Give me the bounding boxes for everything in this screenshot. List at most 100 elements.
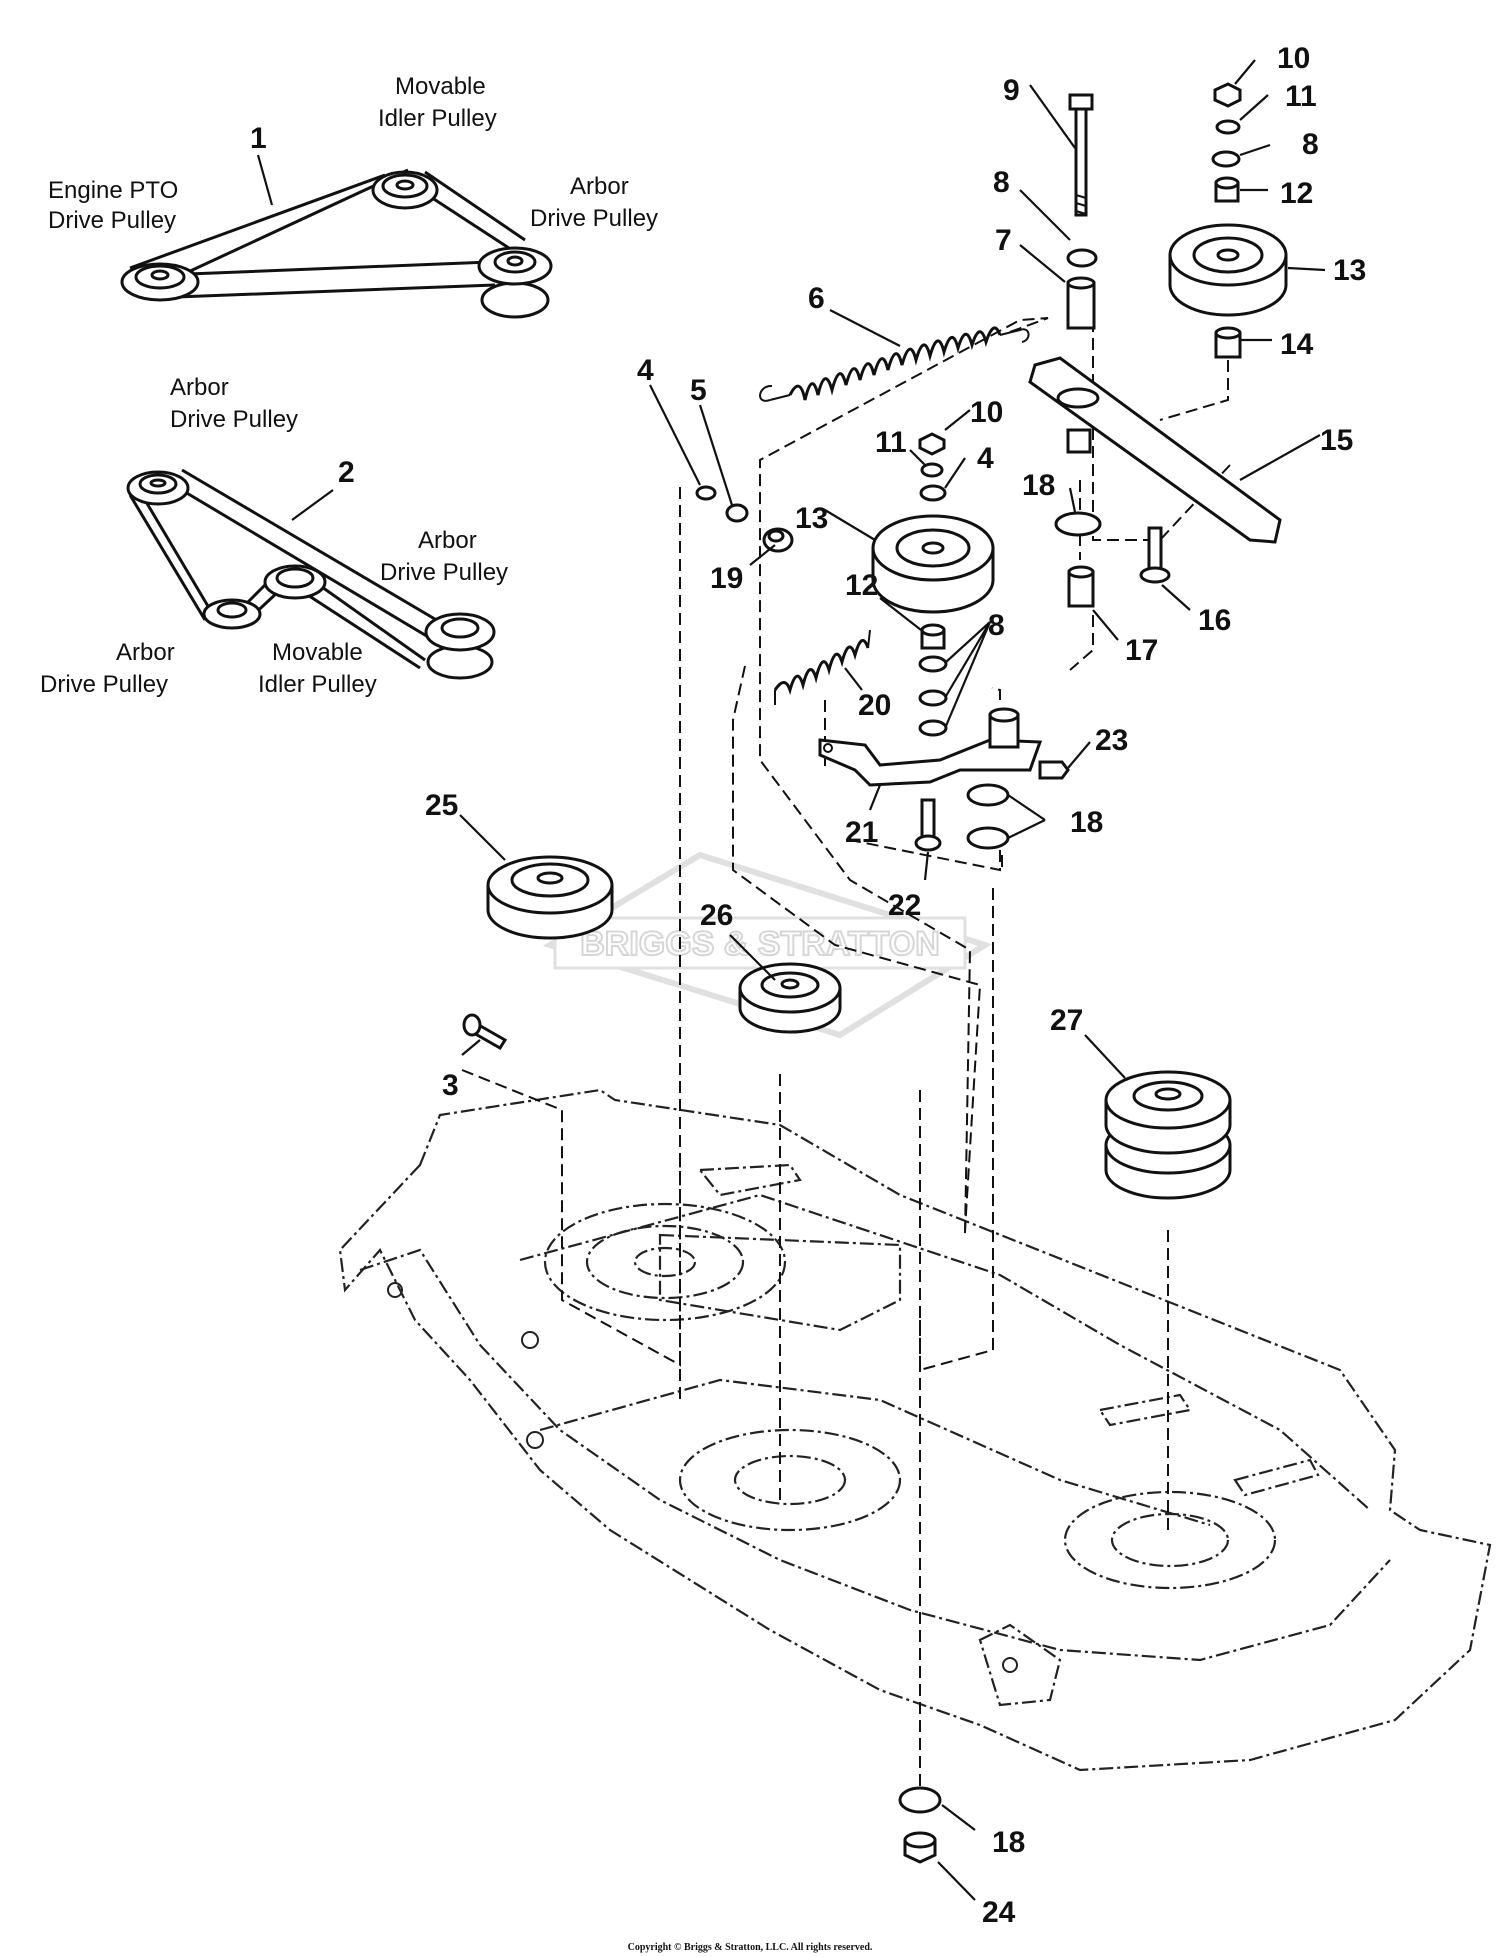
label-arbor-2e: Arbor — [116, 639, 175, 666]
callout-15: 15 — [1320, 424, 1353, 457]
label-movable-idler-1b: Idler Pulley — [378, 105, 497, 132]
watermark-text: BRIGGS & STRATTON — [580, 925, 940, 963]
assembly-lines — [461, 302, 1231, 1810]
callout-12a: 12 — [1280, 177, 1313, 210]
callout-13b: 13 — [795, 502, 828, 535]
label-arbor-2b: Drive Pulley — [170, 406, 298, 433]
label-arbor-1a: Arbor — [570, 173, 629, 200]
callout-9: 9 — [1003, 74, 1020, 107]
washer-18a — [1054, 511, 1102, 537]
movable-idler-pulley-2 — [263, 564, 327, 600]
nut-10b — [918, 432, 946, 456]
mower-deck — [338, 1088, 1492, 1772]
washer-18c — [966, 826, 1010, 850]
idler-arm-15 — [1028, 356, 1282, 544]
label-movable-idler-1a: Movable — [395, 73, 486, 100]
callout-23: 23 — [1095, 724, 1128, 757]
arbor-drive-pulley-2-left — [202, 598, 262, 630]
callout-8b: 8 — [1302, 128, 1319, 161]
label-engine-pto-1: Engine PTO — [48, 177, 178, 204]
washer-8e — [918, 719, 948, 737]
label-movable-idler-2a: Movable — [272, 639, 363, 666]
callout-4b: 4 — [977, 442, 994, 475]
pulley-27 — [1104, 1070, 1232, 1200]
pulley-25 — [486, 855, 614, 940]
washer-18b — [966, 783, 1010, 807]
callout-8a: 8 — [993, 166, 1010, 199]
washer-4a — [695, 485, 717, 501]
callout-numbers: 3 4 5 6 7 8 9 10 11 8 12 13 14 15 16 17 … — [425, 42, 1366, 1929]
bolt-22 — [914, 798, 942, 852]
callout-21: 21 — [845, 816, 878, 849]
nut-24 — [903, 1831, 937, 1864]
callout-13a: 13 — [1333, 254, 1366, 287]
callout-10b: 10 — [970, 396, 1003, 429]
bolt-3 — [462, 1013, 508, 1051]
spacer-12b — [920, 623, 946, 650]
label-arbor-2a: Arbor — [170, 374, 229, 401]
arbor-drive-pulley-2-right — [424, 612, 496, 680]
callout-14: 14 — [1280, 328, 1314, 361]
spacer-14 — [1214, 326, 1242, 359]
spacer-19 — [762, 527, 794, 553]
label-arbor-2c: Arbor — [418, 527, 477, 554]
bolt-9 — [1068, 93, 1094, 217]
callout-1: 1 — [250, 122, 267, 155]
washer-8d — [918, 689, 948, 707]
washer-8b — [1211, 150, 1241, 168]
callout-18b: 18 — [1070, 806, 1103, 839]
callout-6: 6 — [808, 282, 825, 315]
pulley-26 — [738, 962, 842, 1034]
belt-1 — [129, 168, 526, 300]
spacer-17 — [1067, 565, 1095, 608]
callout-10a: 10 — [1277, 42, 1310, 75]
label-arbor-1b: Drive Pulley — [530, 205, 658, 232]
label-arbor-2f: Drive Pulley — [40, 671, 168, 698]
engine-pto-drive-pulley — [120, 262, 200, 302]
spacer-12a — [1214, 176, 1240, 203]
callout-25: 25 — [425, 789, 458, 822]
callout-5: 5 — [690, 374, 707, 407]
callout-22: 22 — [888, 889, 921, 922]
callout-3: 3 — [442, 1069, 459, 1102]
idler-pulley-13a — [1168, 223, 1288, 317]
callout-4a: 4 — [637, 354, 654, 387]
callout-24: 24 — [982, 1896, 1016, 1929]
callout-18c: 18 — [992, 1826, 1025, 1859]
spring-6 — [759, 326, 1030, 402]
arbor-drive-pulley-1 — [477, 246, 553, 319]
callout-18a: 18 — [1022, 469, 1055, 502]
spacer-7 — [1066, 276, 1096, 330]
nut-10a — [1213, 82, 1242, 108]
spring-20 — [773, 629, 871, 705]
callout-7: 7 — [995, 224, 1012, 257]
idler-bracket-21 — [818, 707, 1043, 787]
copyright-text: Copyright © Briggs & Stratton, LLC. All … — [628, 1942, 873, 1953]
callout-17: 17 — [1125, 634, 1158, 667]
callout-leaders — [459, 59, 1326, 1901]
label-movable-idler-2b: Idler Pulley — [258, 671, 377, 698]
bolt-16 — [1139, 526, 1171, 584]
callout-19: 19 — [710, 562, 743, 595]
callout-2: 2 — [338, 456, 355, 489]
washer-8a — [1066, 248, 1098, 268]
idler-pulley-13b — [871, 514, 995, 614]
label-engine-pto-2: Drive Pulley — [48, 207, 176, 234]
callout-16: 16 — [1198, 604, 1231, 637]
movable-idler-pulley-1 — [371, 170, 439, 210]
arbor-drive-pulley-2-top — [126, 470, 190, 506]
callout-26: 26 — [700, 899, 733, 932]
belt-routing-2: 2 Arbor Drive Pulley Arbor Drive Pulley … — [40, 374, 508, 698]
washer-18d — [898, 1786, 942, 1814]
washer-4b — [919, 484, 947, 502]
belt-routing-1: 1 Engine PTO Drive Pulley Movable Idler … — [48, 73, 658, 319]
callout-11a: 11 — [1285, 80, 1317, 113]
callout-12b: 12 — [845, 569, 878, 602]
label-arbor-2d: Drive Pulley — [380, 559, 508, 586]
callout-8c: 8 — [988, 609, 1005, 642]
callout-11b: 11 — [875, 426, 907, 459]
grease-fitting-23 — [1038, 760, 1070, 780]
callout-20: 20 — [858, 689, 891, 722]
nut-5 — [725, 503, 749, 523]
washer-11b — [920, 462, 944, 478]
